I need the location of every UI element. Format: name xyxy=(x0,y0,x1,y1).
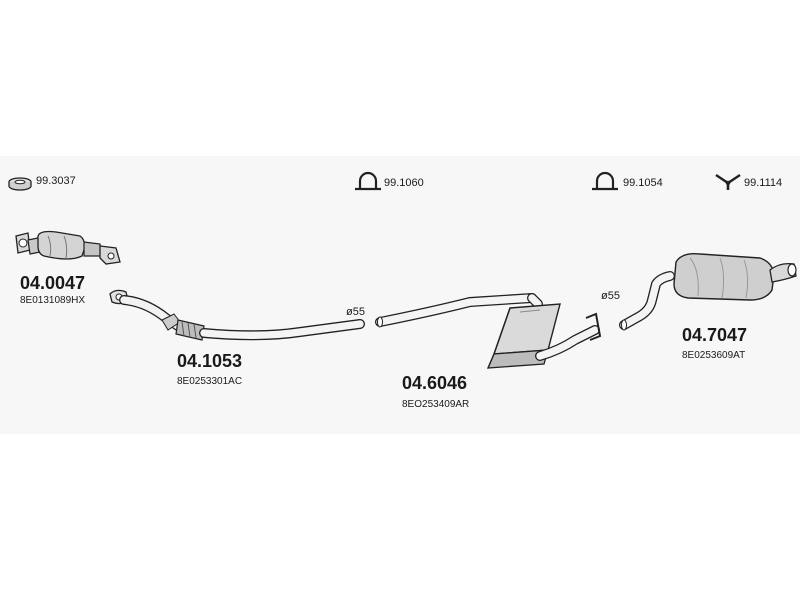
front-pipe-part[interactable] xyxy=(109,289,365,341)
u-clamp-icon xyxy=(355,171,381,191)
rear-silencer-part[interactable] xyxy=(619,252,797,331)
part-code[interactable]: 04.1053 xyxy=(177,351,243,371)
part-code[interactable]: 04.7047 xyxy=(682,325,748,345)
diagram-background xyxy=(0,156,800,434)
accessory-code[interactable]: 99.1060 xyxy=(384,177,424,189)
oem-number: 8E0253609AT xyxy=(682,350,746,361)
accessory-code[interactable]: 99.1114 xyxy=(744,177,783,189)
accessory-code[interactable]: 99.3037 xyxy=(36,175,76,187)
oem-number: 8EO253409AR xyxy=(402,399,470,410)
catalytic-converter-part[interactable] xyxy=(15,230,121,265)
oem-number: 8E0131089HX xyxy=(20,295,86,306)
pipe-diameter-label: ø55 xyxy=(601,290,620,302)
part-code[interactable]: 04.0047 xyxy=(20,273,86,293)
centre-silencer-part[interactable] xyxy=(375,293,602,369)
u-clamp-icon xyxy=(592,171,618,191)
part-code[interactable]: 04.6046 xyxy=(402,373,468,393)
y-hanger-icon xyxy=(715,174,741,190)
rubber-ring-icon xyxy=(8,177,32,191)
pipe-diameter-label: ø55 xyxy=(346,306,365,318)
oem-number: 8E0253301AC xyxy=(177,376,243,387)
accessory-code[interactable]: 99.1054 xyxy=(623,177,663,189)
